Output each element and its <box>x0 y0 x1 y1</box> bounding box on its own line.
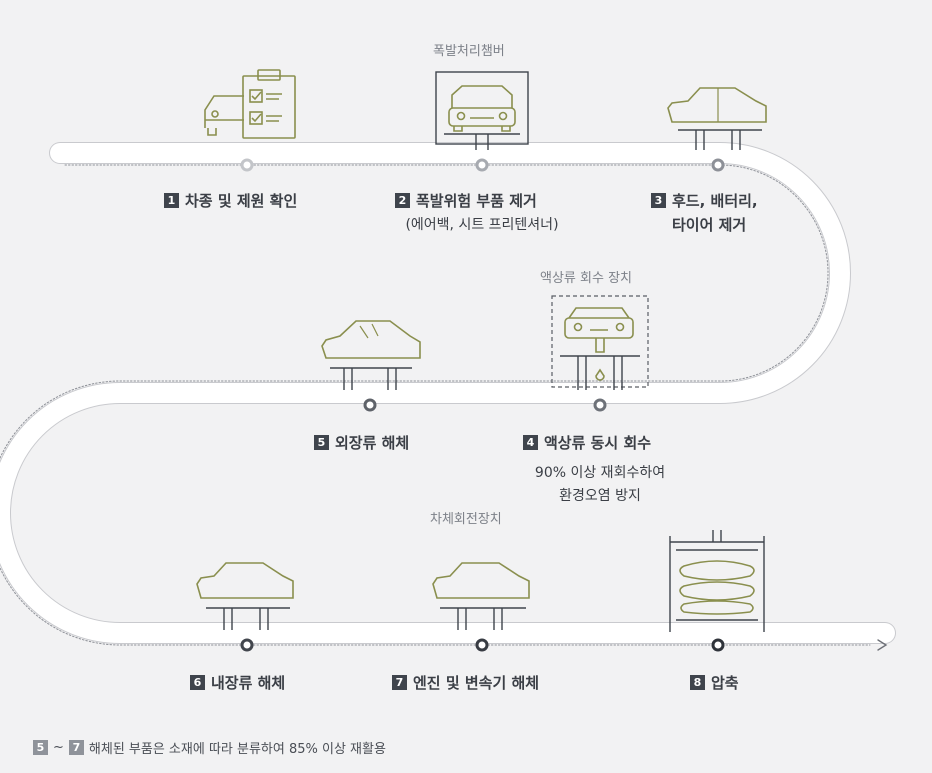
step-3-label: 3 후드, 배터리, <box>651 190 758 211</box>
station-dot-6 <box>240 638 254 652</box>
step-title: 폭발위험 부품 제거 <box>416 192 537 210</box>
footnote: 5 ~ 7 해체된 부품은 소재에 따라 분류하여 85% 이상 재활용 <box>33 738 386 757</box>
step-3-label-line2: 타이어 제거 <box>672 216 747 234</box>
step-5-label: 5 외장류 해체 <box>314 432 409 453</box>
step-badge: 7 <box>392 675 407 690</box>
car-rotation-device-icon <box>432 562 530 630</box>
caption-explosion-chamber: 폭발처리챔버 <box>433 44 505 59</box>
footnote-badge-from: 5 <box>33 740 48 755</box>
footnote-tilde: ~ <box>53 740 64 755</box>
station-dot-7 <box>475 638 489 652</box>
fluid-recovery-device-icon <box>551 295 649 390</box>
step-title: 외장류 해체 <box>335 434 410 452</box>
footnote-badge-to: 7 <box>68 740 84 755</box>
explosion-chamber-icon <box>435 71 529 150</box>
station-dot-4 <box>593 398 607 412</box>
step-2-label: 2 폭발위험 부품 제거 <box>395 190 537 211</box>
car-shell-on-lift-icon <box>321 320 421 390</box>
step-badge: 4 <box>523 435 538 450</box>
step-badge: 8 <box>690 675 705 690</box>
step-2-subtext: (에어백, 시트 프리텐셔너) <box>405 217 559 233</box>
car-on-lift-icon-6 <box>196 562 294 630</box>
step-badge: 2 <box>395 193 410 208</box>
compressor-icon <box>669 530 765 632</box>
footnote-text: 해체된 부품은 소재에 따라 분류하여 85% 이상 재활용 <box>88 742 386 757</box>
car-on-lift-icon-3 <box>667 87 767 150</box>
step-8-label: 8 압축 <box>690 672 739 693</box>
step-badge: 1 <box>164 193 179 208</box>
step-badge: 6 <box>190 675 205 690</box>
station-dot-3 <box>711 158 725 172</box>
step-6-label: 6 내장류 해체 <box>190 672 285 693</box>
station-dot-5 <box>363 398 377 412</box>
conveyor-track <box>0 142 896 651</box>
caption-rotation-device: 차체회전장치 <box>430 512 502 527</box>
car-clipboard-icon <box>204 69 296 139</box>
step-4-subtext-1: 90% 이상 재회수하여 <box>534 465 666 481</box>
step-1-label: 1 차종 및 제원 확인 <box>164 190 297 211</box>
step-title: 차종 및 제원 확인 <box>185 192 298 210</box>
station-dot-1 <box>240 158 254 172</box>
step-4-subtext-2: 환경오염 방지 <box>559 488 641 504</box>
station-dot-2 <box>475 158 489 172</box>
step-badge: 5 <box>314 435 329 450</box>
step-title: 압축 <box>711 674 739 692</box>
step-title: 내장류 해체 <box>211 674 286 692</box>
step-7-label: 7 엔진 및 변속기 해체 <box>392 672 539 693</box>
step-badge: 3 <box>651 193 666 208</box>
step-4-label: 4 액상류 동시 회수 <box>523 432 651 453</box>
step-title: 후드, 배터리, <box>672 192 758 210</box>
caption-fluid-device: 액상류 회수 장치 <box>540 271 632 286</box>
station-dots <box>240 158 725 652</box>
step-title: 엔진 및 변속기 해체 <box>413 674 540 692</box>
station-dot-8 <box>711 638 725 652</box>
step-title: 액상류 동시 회수 <box>544 434 652 452</box>
